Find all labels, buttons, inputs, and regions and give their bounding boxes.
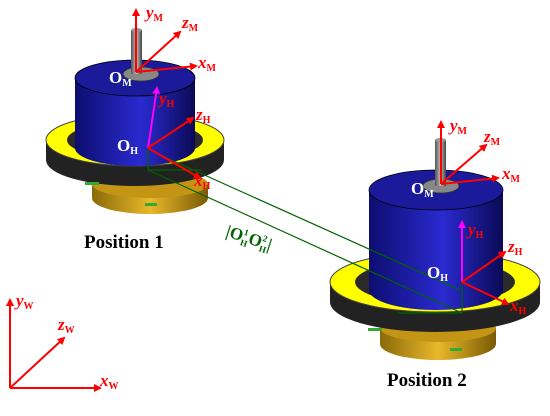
label-yM-1: yM (144, 3, 164, 24)
distance-connector (147, 148, 463, 314)
device-1-body (75, 78, 195, 166)
distance-label: |O1HO2H| (223, 222, 274, 256)
label-zM-2: zM (483, 127, 501, 148)
frame-H-position-2 (458, 220, 510, 306)
frame-M-position-1 (132, 8, 198, 73)
label-yM-2: yM (448, 116, 468, 137)
label-xM-1: xM (197, 53, 217, 74)
label-OH-1: OH (117, 136, 138, 157)
label-OM-1: OM (109, 68, 132, 89)
label-zW: zW (57, 315, 75, 336)
label-yW: yW (14, 291, 34, 312)
label-yH-2: yH (466, 220, 484, 241)
label-xH-1: xH (193, 171, 211, 192)
label-OM-2: OM (411, 179, 434, 200)
position-2-label: Position 2 (387, 370, 467, 391)
label-yH-1: yH (157, 89, 175, 110)
frame-W-world (6, 298, 102, 392)
device-2-body (369, 190, 503, 310)
label-xW: xW (99, 371, 119, 392)
label-zH-1: zH (195, 105, 211, 126)
label-OH-2: OH (427, 263, 448, 284)
frame-M-position-2 (437, 120, 500, 185)
frame-H-position-1 (147, 86, 202, 179)
label-zH-2: zH (507, 237, 523, 258)
label-xH-2: xH (509, 296, 527, 317)
position-1-label: Position 1 (84, 232, 164, 253)
device-position-2 (329, 138, 541, 360)
label-zM-1: zM (181, 13, 199, 34)
label-xM-2: xM (501, 164, 521, 185)
